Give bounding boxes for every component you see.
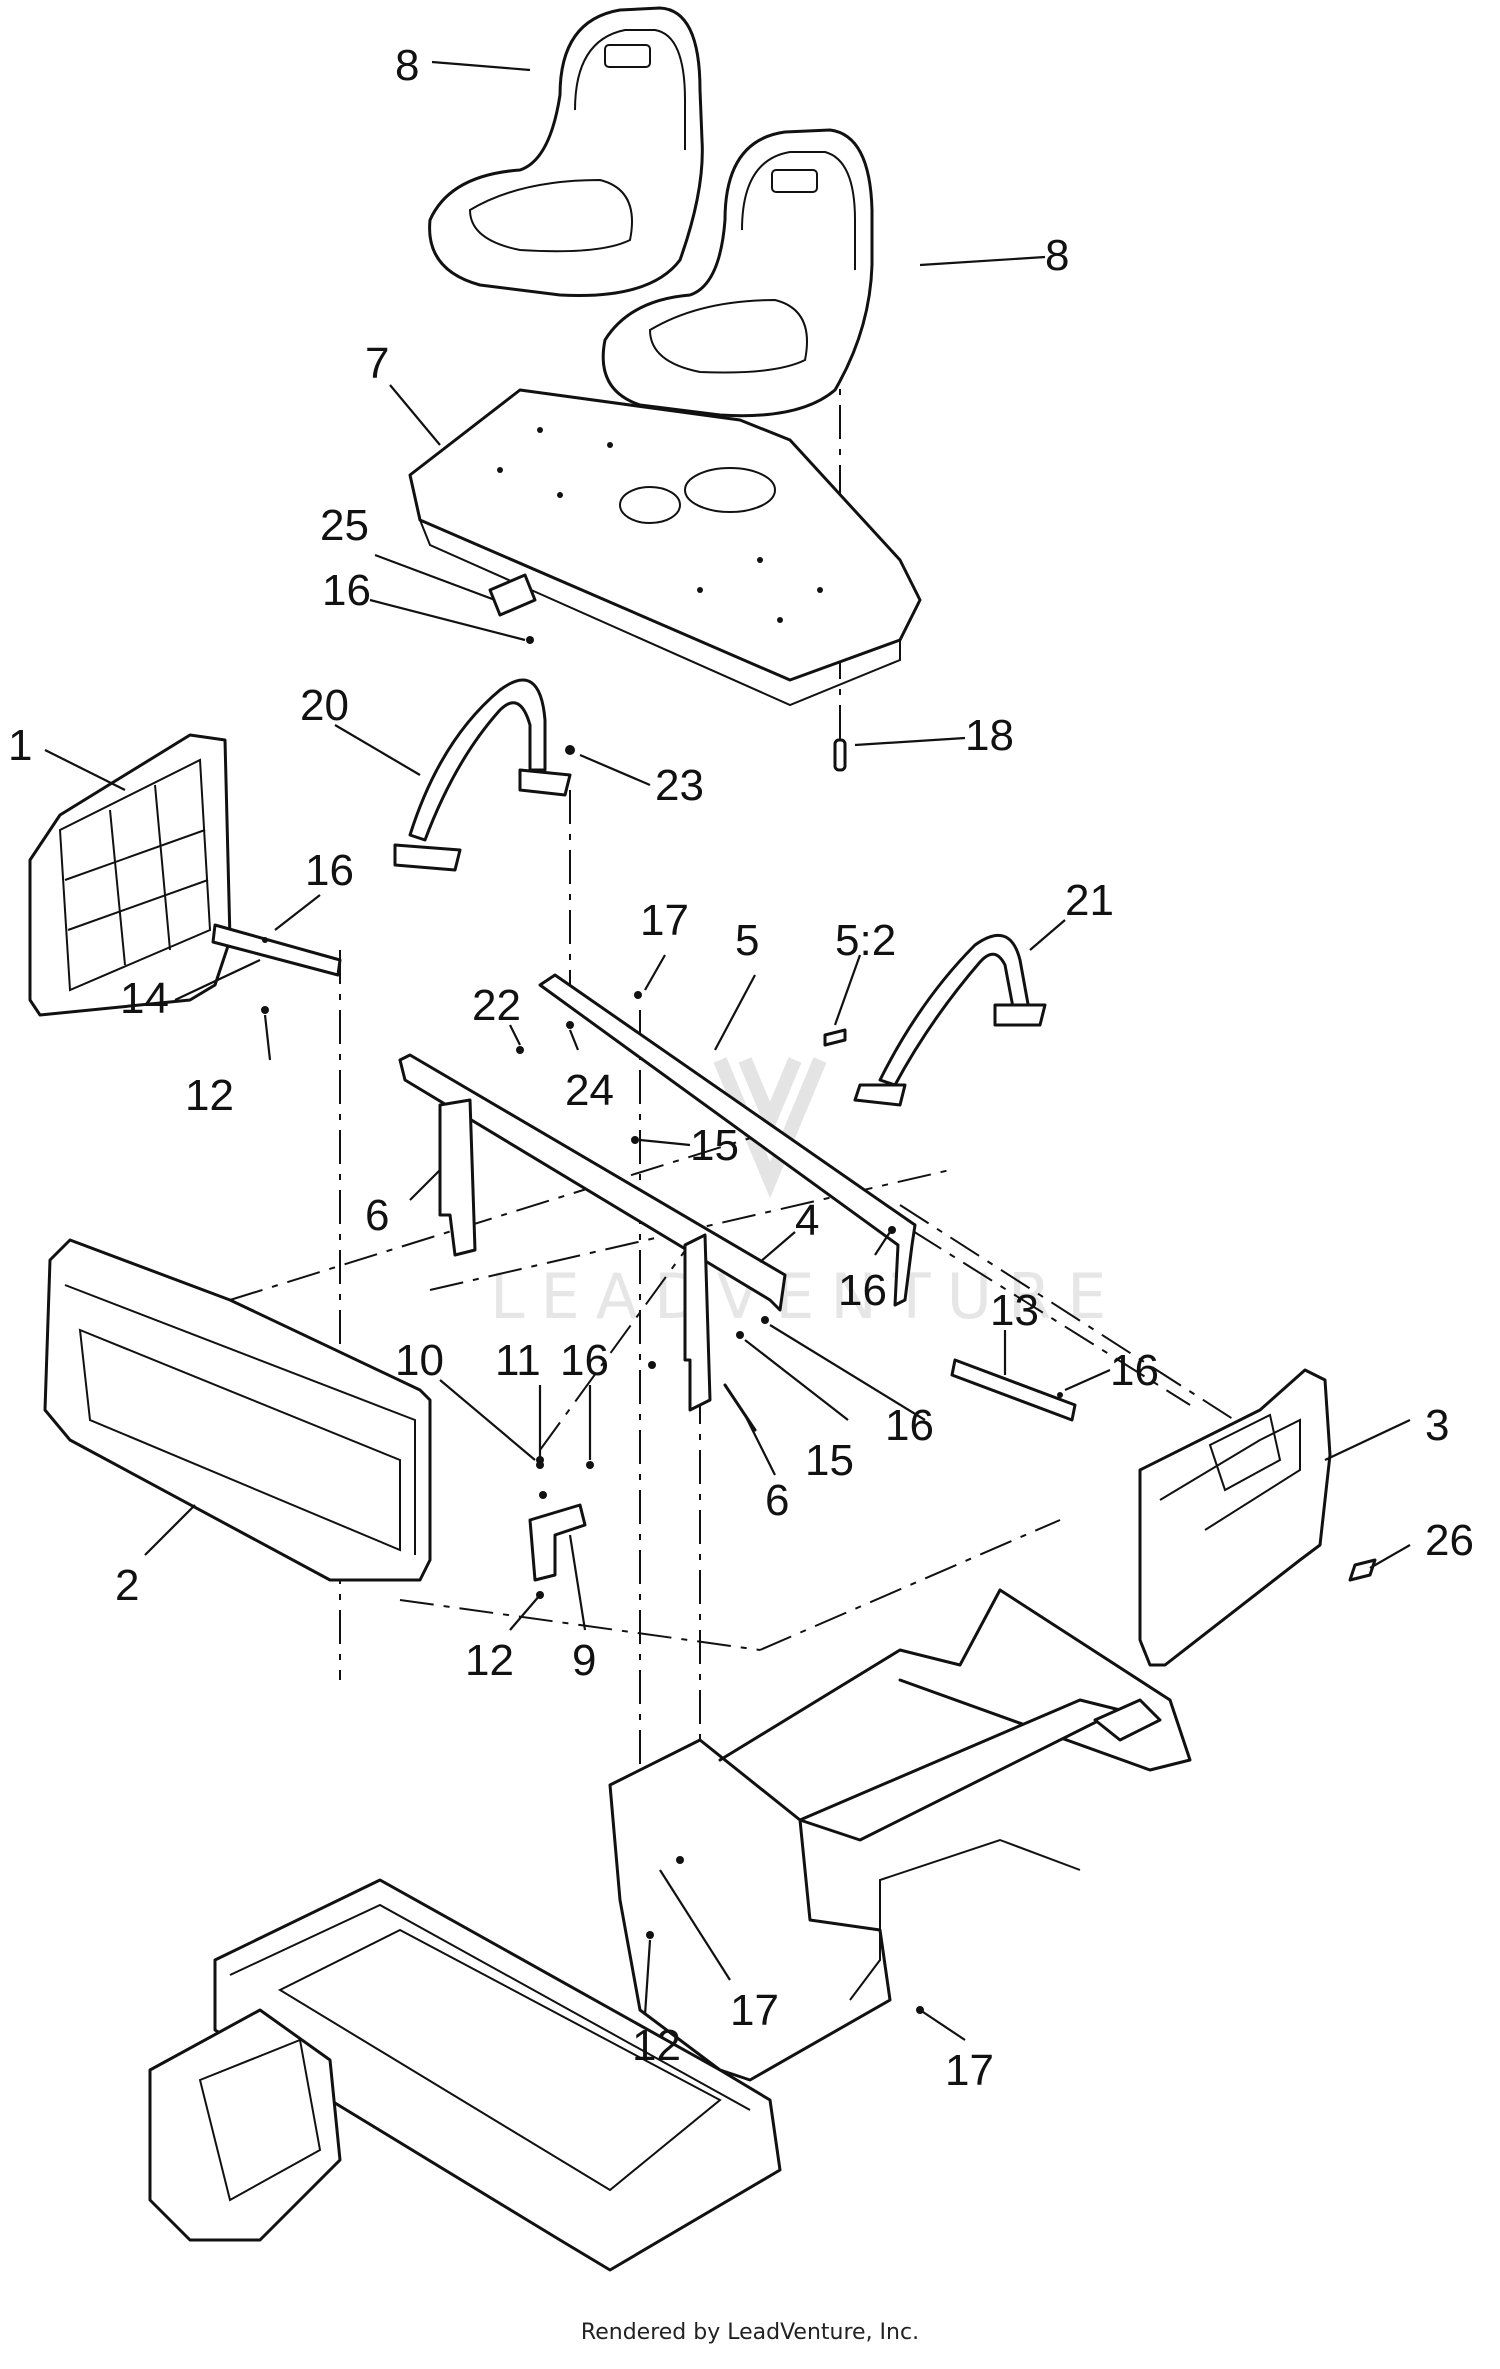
callout-15-a: 15 [690, 1121, 739, 1170]
callout-21: 21 [1065, 876, 1114, 925]
callout-16-a: 16 [322, 566, 371, 615]
seat-upper [428, 6, 704, 298]
callout-17-c: 17 [945, 2046, 994, 2095]
callout-16-f: 16 [885, 1401, 934, 1450]
seat-base [408, 388, 922, 707]
callout-17-a: 17 [640, 896, 689, 945]
pin-18 [833, 738, 847, 772]
callout-10: 10 [395, 1336, 444, 1385]
side-panel-right [1138, 1368, 1377, 1667]
leader-lines [44, 60, 1411, 2041]
callout-15-b: 15 [805, 1436, 854, 1485]
grab-handle-20 [393, 678, 575, 872]
callout-1: 1 [8, 721, 32, 770]
callout-22: 22 [472, 981, 521, 1030]
bar-14 [211, 923, 342, 1014]
callout-14: 14 [120, 974, 169, 1023]
callout-8-lower: 8 [1045, 231, 1069, 280]
callout-23: 23 [655, 761, 704, 810]
callout-12-a: 12 [185, 1071, 234, 1120]
callout-3: 3 [1425, 1401, 1449, 1450]
upright-6-right [683, 1233, 757, 1432]
callout-16-c: 16 [838, 1266, 887, 1315]
render-credit: Rendered by LeadVenture, Inc. [580, 2320, 920, 2345]
callout-4: 4 [795, 1196, 819, 1245]
side-panel-left [28, 733, 232, 1017]
callout-18: 18 [965, 711, 1014, 760]
callout-25: 25 [320, 501, 369, 550]
chassis-frame [148, 1588, 1192, 2272]
callout-12-b: 12 [465, 1636, 514, 1685]
callout-20: 20 [300, 681, 349, 730]
callout-16-b: 16 [305, 846, 354, 895]
callout-labels: 8 8 7 25 16 20 1 18 23 16 17 5 5:2 21 14… [8, 41, 1474, 2095]
callout-7: 7 [365, 339, 389, 388]
callout-8-top: 8 [395, 41, 419, 90]
bracket-25 [488, 573, 537, 644]
callout-2: 2 [115, 1561, 139, 1610]
callout-24: 24 [565, 1066, 614, 1115]
callout-9: 9 [572, 1636, 596, 1685]
callout-6-b: 6 [765, 1476, 789, 1525]
callout-6-a: 6 [365, 1191, 389, 1240]
callout-26: 26 [1425, 1516, 1474, 1565]
grab-handle-21 [823, 934, 1047, 1107]
bar-13 [950, 1358, 1077, 1422]
front-panel [43, 1238, 432, 1582]
upright-6-left [438, 1098, 477, 1257]
callout-13: 13 [990, 1286, 1039, 1335]
callout-5: 5 [735, 916, 759, 965]
callout-16-d: 16 [1110, 1346, 1159, 1395]
callout-17-b: 17 [730, 1986, 779, 2035]
callout-11: 11 [495, 1336, 541, 1385]
seat-lower [601, 128, 874, 418]
crossbar-5 [538, 973, 917, 1307]
callout-12-c: 12 [632, 2021, 681, 2070]
callout-16-e: 16 [560, 1336, 609, 1385]
callout-5-2: 5:2 [835, 916, 896, 965]
